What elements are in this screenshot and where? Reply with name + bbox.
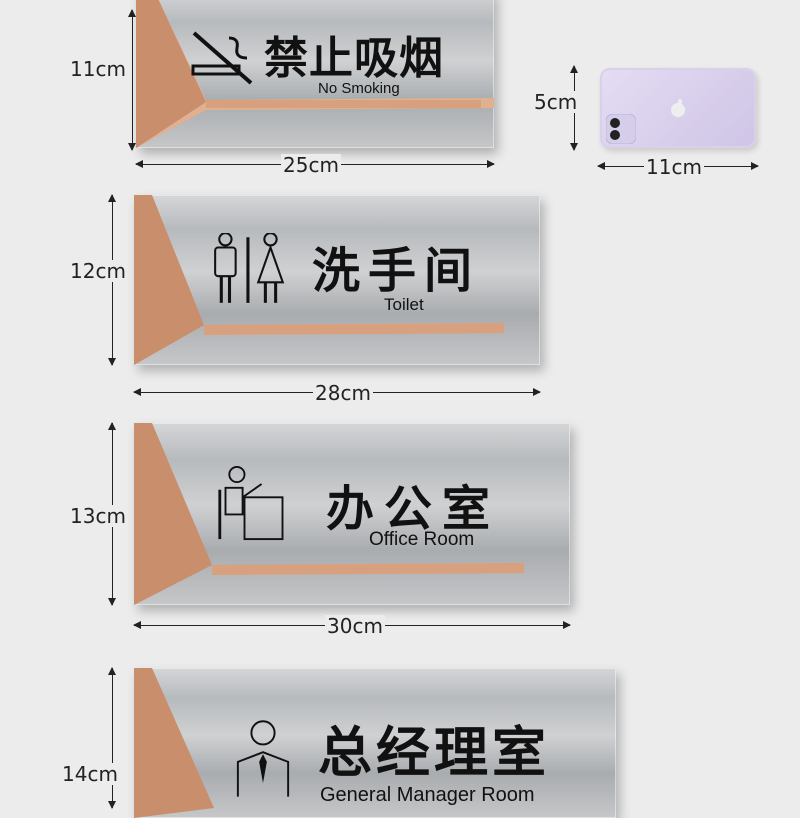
rose-gold-accent — [134, 668, 214, 818]
phone-height-label: 5cm — [532, 90, 580, 114]
width-label-3: 30cm — [325, 614, 385, 638]
sign-chinese-title: 洗手间 — [312, 243, 481, 299]
height-dimension-1 — [126, 9, 140, 151]
camera-icon — [606, 114, 636, 144]
sign-english-title: Office Room — [369, 529, 475, 550]
sign-english-title: Toilet — [384, 295, 424, 314]
restroom-icon — [214, 233, 285, 303]
rose-gold-accent — [136, 0, 494, 148]
height-label-2: 12cm — [68, 259, 128, 283]
sign-no-smoking: 禁止吸烟 No Smoking — [136, 0, 494, 148]
phone-width-label: 11cm — [644, 155, 704, 179]
office-worker-icon — [218, 465, 284, 541]
sign-toilet: 洗手间 Toilet — [134, 195, 540, 365]
sign-english-title: General Manager Room — [320, 784, 535, 806]
sign-english-title: No Smoking — [318, 80, 400, 97]
rose-gold-accent — [134, 195, 504, 365]
manager-icon — [236, 720, 290, 797]
sign-chinese-title: 总经理室 — [318, 720, 550, 784]
sign-general-manager-room: 总经理室 General Manager Room — [134, 668, 616, 818]
sign-chinese-title: 办公室 — [326, 481, 501, 537]
width-label-1: 25cm — [281, 153, 341, 177]
height-dimension-4 — [106, 667, 120, 809]
apple-logo-icon — [671, 99, 685, 117]
rose-gold-accent — [134, 423, 524, 605]
height-label-3: 13cm — [68, 504, 128, 528]
height-label-1: 11cm — [68, 57, 128, 81]
sign-chinese-title: 禁止吸烟 — [264, 33, 444, 84]
phone-reference — [600, 68, 756, 148]
no-smoking-icon — [191, 31, 253, 85]
sign-office-room: 办公室 Office Room — [134, 423, 570, 605]
width-label-2: 28cm — [313, 381, 373, 405]
height-label-4: 14cm — [60, 762, 120, 786]
